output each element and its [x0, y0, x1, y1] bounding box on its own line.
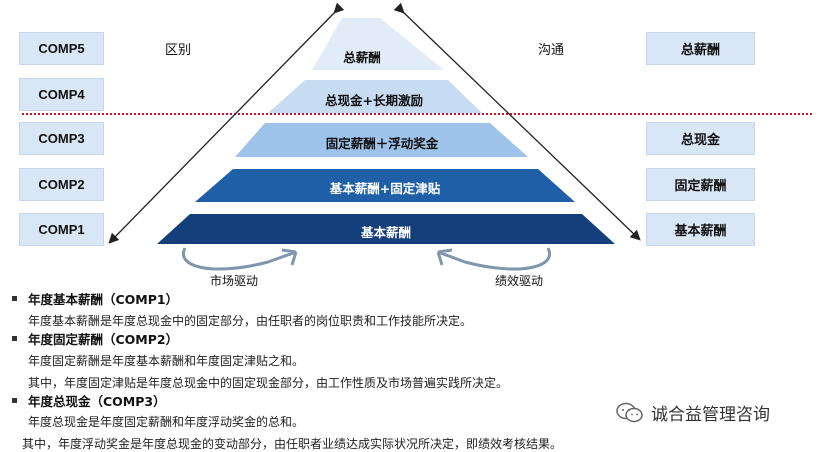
- definition-text: 年度总现金是年度固定薪酬和年度浮动奖金的总和。: [28, 415, 305, 429]
- bullet-icon: [12, 336, 17, 341]
- level-total-compensation: 总薪酬: [343, 50, 381, 65]
- performance-drive-arrow: [436, 247, 551, 271]
- watermark-text: 诚合益管理咨询: [651, 405, 770, 425]
- performance-drive-label: 绩效驱动: [495, 274, 544, 288]
- bullet-icon: [12, 296, 17, 301]
- definition-comp1: 年度基本薪酬（COMP1） 年度基本薪酬是年度总现金中的固定部分，由任职者的岗位…: [12, 289, 472, 329]
- level-total-cash-lti: 总现金+长期激励: [325, 93, 423, 108]
- right-total-cash: 总现金: [646, 122, 755, 155]
- definition-comp3: 年度总现金（COMP3） 年度总现金是年度固定薪酬和年度浮动奖金的总和。 其中，…: [12, 391, 562, 452]
- definition-text: 其中，年度固定津贴是年度总现金中的固定现金部分，由工作性质及市场普遍实践所决定。: [28, 376, 509, 390]
- comp1-label: COMP1: [19, 213, 104, 246]
- comp2-label: COMP2: [19, 168, 104, 201]
- level-base-plus-allowance: 基本薪酬+固定津贴: [329, 181, 441, 196]
- watermark: 诚合益管理咨询: [615, 400, 770, 425]
- comp5-label: COMP5: [19, 32, 104, 65]
- bullet-icon: [12, 398, 17, 403]
- definition-title: 年度总现金（COMP3）: [28, 394, 166, 409]
- definition-text: 其中，年度浮动奖金是年度总现金的变动部分，由任职者业绩达成实际状况所决定，即绩效…: [22, 437, 563, 451]
- right-fixed-pay: 固定薪酬: [646, 168, 755, 201]
- left-diagonal-arrow: [108, 2, 345, 244]
- comp4-label: COMP4: [19, 78, 104, 111]
- market-drive-arrow: [182, 247, 298, 271]
- level-fixed-plus-bonus: 固定薪酬＋浮动奖金: [325, 136, 439, 151]
- level-base-salary: 基本薪酬: [360, 225, 412, 240]
- definition-title: 年度固定薪酬（COMP2）: [28, 332, 179, 347]
- right-diagonal-arrow: [393, 2, 641, 241]
- comp3-label: COMP3: [19, 122, 104, 155]
- right-base-salary: 基本薪酬: [646, 213, 755, 246]
- definition-comp2: 年度固定薪酬（COMP2） 年度固定薪酬是年度基本薪酬和年度固定津贴之和。 其中…: [12, 329, 508, 391]
- market-drive-label: 市场驱动: [210, 274, 259, 288]
- definition-text: 年度固定薪酬是年度基本薪酬和年度固定津贴之和。: [28, 354, 305, 368]
- definition-title: 年度基本薪酬（COMP1）: [28, 292, 179, 307]
- right-total-compensation: 总薪酬: [646, 32, 755, 65]
- wechat-icon: [616, 402, 643, 422]
- definition-text: 年度基本薪酬是年度总现金中的固定部分，由任职者的岗位职责和工作技能所决定。: [28, 314, 473, 328]
